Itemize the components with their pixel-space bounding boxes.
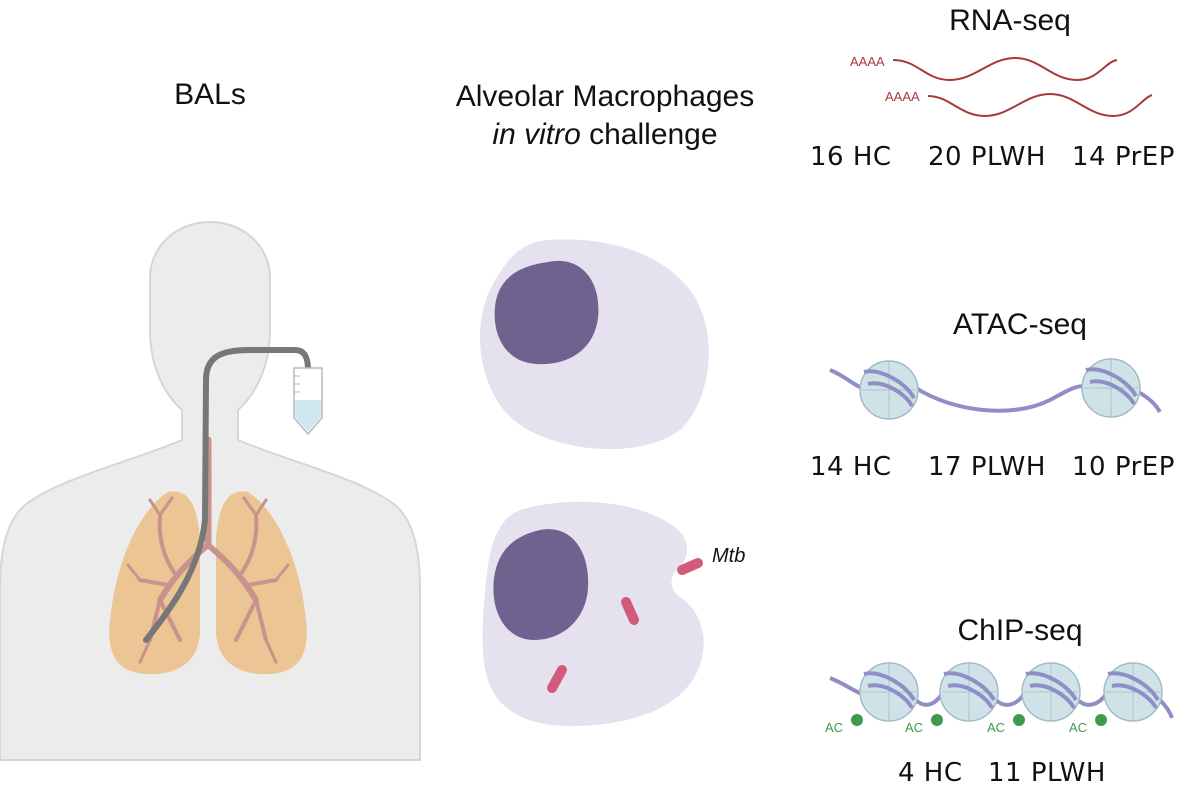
rnaseq-prep-count: 14 PrEP: [1072, 142, 1175, 172]
mrna-strand-icon: AAAA: [850, 54, 1118, 82]
chipseq-hc-count: 4 HC: [898, 758, 963, 788]
acetyl-label: AC: [905, 720, 923, 735]
acetyl-mark-icon: [851, 714, 863, 726]
open-chromatin-icon: [829, 358, 1162, 420]
challenge-label: challenge: [580, 118, 718, 151]
bronchoscope-tube-icon: [143, 347, 311, 643]
atacseq-plwh-count: 17 PLWH: [928, 452, 1046, 482]
rnaseq-plwh-count: 20 PLWH: [928, 142, 1046, 172]
mtb-bacterium-icon: [621, 597, 639, 625]
nucleosome-icon: [939, 662, 999, 722]
nucleosome-icon: [859, 360, 919, 420]
rnaseq-hc-count: 16 HC: [810, 142, 892, 172]
chipseq-title: ChIP-seq: [957, 614, 1083, 647]
mtb-label: Mtb: [712, 545, 745, 567]
chipseq-sample-counts: 4 HC 11 PLWH: [890, 758, 1190, 792]
acetyl-mark-icon: [1095, 714, 1107, 726]
rnaseq-title: RNA-seq: [949, 4, 1071, 37]
atacseq-prep-count: 10 PrEP: [1072, 452, 1175, 482]
polya-tail-label: AAAA: [850, 54, 885, 69]
mtb-bacterium-icon: [547, 665, 567, 693]
acetyl-mark-icon: [1013, 714, 1025, 726]
rnaseq-sample-counts: 16 HC 20 PLWH 14 PrEP: [810, 142, 1190, 176]
macrophage-cell-icon: [480, 239, 709, 450]
acetyl-label: AC: [1069, 720, 1087, 735]
acetyl-label: AC: [825, 720, 843, 735]
macrophages-title-line1: Alveolar Macrophages: [455, 80, 755, 113]
macrophages-title-line2: in vitro challenge: [430, 116, 780, 154]
macrophages-title: Alveolar Macrophages in vitro challenge: [430, 78, 780, 154]
mrna-strand-icon: AAAA: [885, 89, 1153, 118]
chipseq-plwh-count: 11 PLWH: [988, 758, 1106, 788]
nucleosome-icon: [1103, 662, 1163, 722]
acetylated-chromatin-icon: AC AC AC AC: [825, 662, 1174, 735]
acetyl-label: AC: [987, 720, 1005, 735]
atacseq-hc-count: 14 HC: [810, 452, 892, 482]
bals-title: BALs: [174, 78, 246, 111]
polya-tail-label: AAAA: [885, 89, 920, 104]
nucleosome-icon: [859, 662, 919, 722]
nucleosome-icon: [1021, 662, 1081, 722]
acetyl-mark-icon: [931, 714, 943, 726]
nucleosome-icon: [1081, 358, 1141, 418]
mtb-bacterium-icon: [677, 558, 703, 575]
in-vitro-label: in vitro: [492, 118, 581, 151]
infected-macrophage-cell-icon: [482, 501, 704, 727]
atacseq-sample-counts: 14 HC 17 PLWH 10 PrEP: [810, 452, 1190, 486]
collection-vial-icon: [293, 367, 323, 436]
atacseq-title: ATAC-seq: [953, 308, 1087, 341]
